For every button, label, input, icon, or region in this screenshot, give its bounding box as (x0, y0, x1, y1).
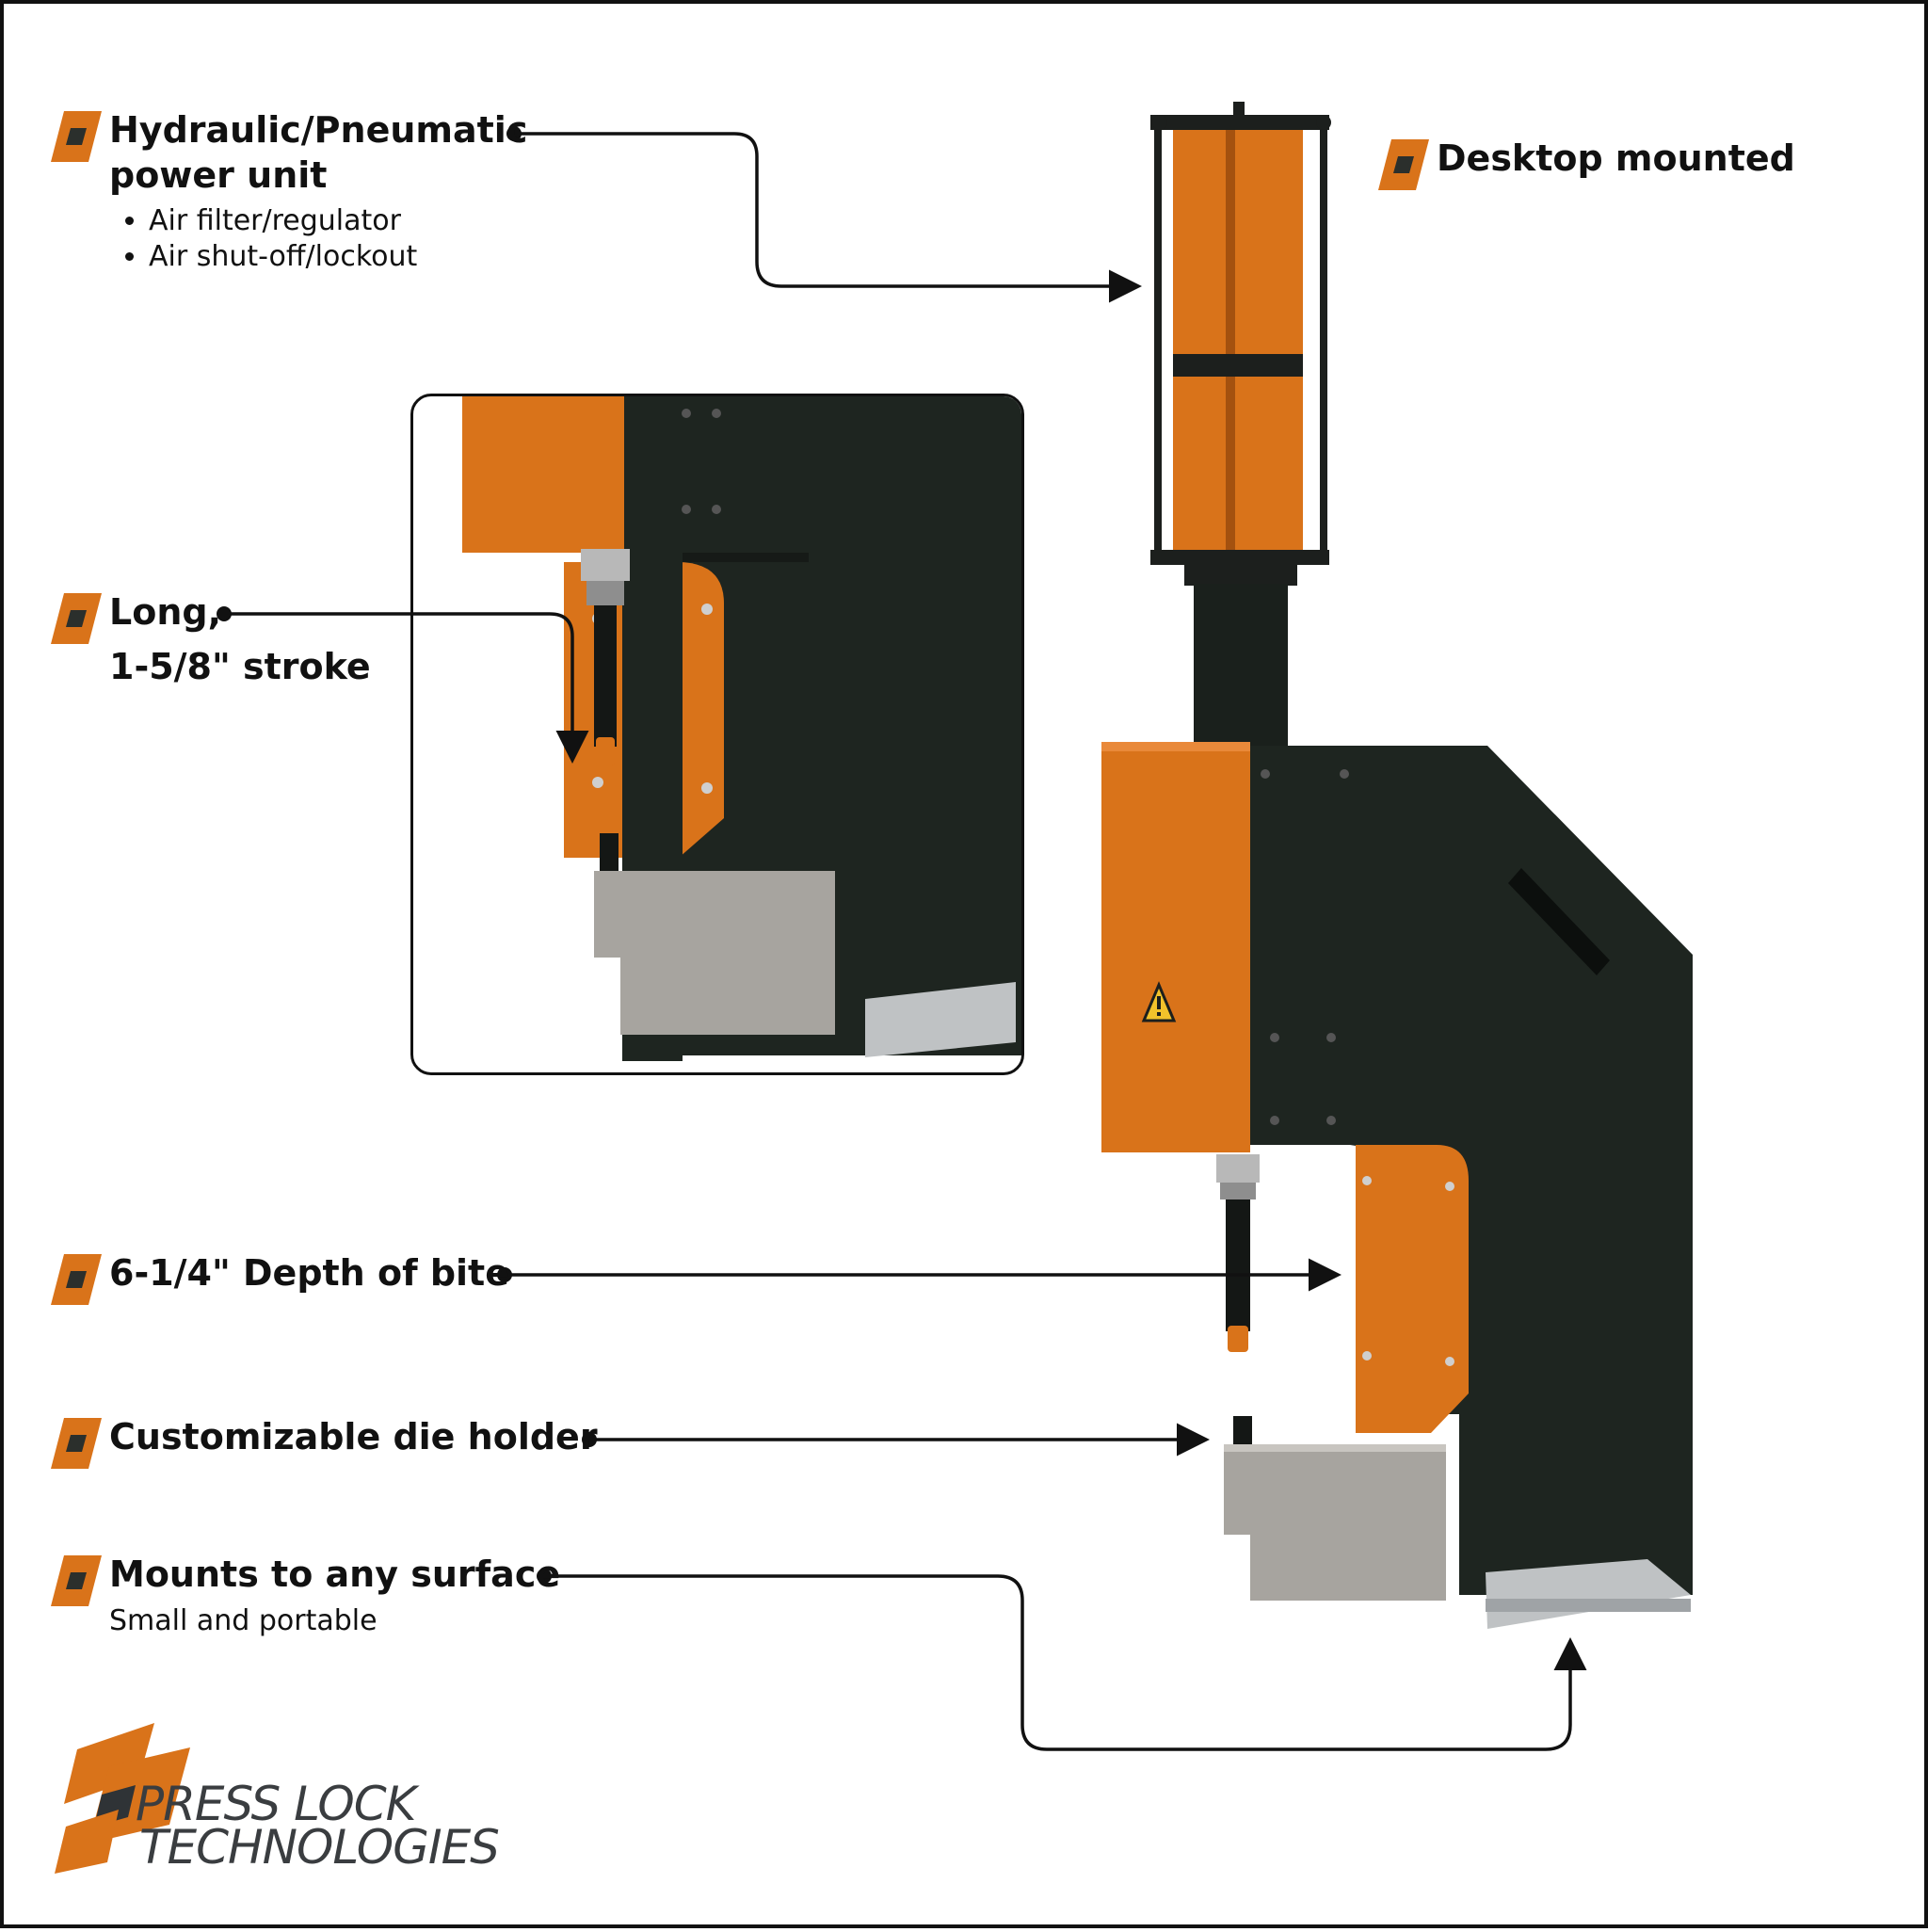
power-unit-title-line2: power unit (109, 154, 328, 196)
orange-diamond-bullet-icon (51, 111, 102, 162)
power-unit-bullet: Air filter/regulator (149, 203, 527, 239)
feature-stroke: Long, 1-5/8" stroke (51, 589, 371, 689)
stroke-detail-inset (410, 394, 1024, 1075)
desktop-mounted-title: Desktop mounted (1437, 137, 1795, 179)
orange-diamond-bullet-icon (1378, 139, 1429, 190)
orange-diamond-bullet-icon (51, 1418, 102, 1469)
feature-die-holder: Customizable die holder (51, 1414, 598, 1469)
stroke-title-line1: Long, (109, 591, 222, 633)
warning-triangle-icon (1141, 981, 1177, 1022)
stroke-title-line2: 1-5/8" stroke (109, 646, 371, 687)
feature-depth-of-bite: 6-1/4" Depth of bite (51, 1250, 509, 1305)
logo-text-line1: PRESS LOCK (136, 1777, 416, 1831)
logo-text-line2: TECHNOLOGIES (139, 1820, 500, 1875)
die-holder-title: Customizable die holder (109, 1416, 598, 1457)
press-machine-illustration (1101, 102, 1693, 1629)
press-lock-logo-mark (55, 1723, 190, 1874)
power-unit-bullet-list: Air filter/regulator Air shut-off/lockou… (149, 203, 527, 275)
orange-diamond-bullet-icon (51, 1555, 102, 1606)
depth-of-bite-title: 6-1/4" Depth of bite (109, 1252, 509, 1294)
orange-diamond-bullet-icon (51, 1254, 102, 1305)
mounts-to-surface-title: Mounts to any surface (109, 1554, 561, 1595)
power-unit-bullet: Air shut-off/lockout (149, 239, 527, 275)
mounts-to-surface-subtitle: Small and portable (109, 1604, 378, 1637)
orange-diamond-bullet-icon (51, 593, 102, 644)
callout-lines (217, 126, 1587, 1751)
press-lock-logo: PRESS LOCK TECHNOLOGIES (49, 1723, 500, 1874)
feature-mounts-to-surface: Mounts to any surface Small and portable (51, 1552, 560, 1640)
power-unit-title-line1: Hydraulic/Pneumatic (109, 109, 528, 151)
feature-power-unit: Hydraulic/Pneumatic power unit Air filte… (51, 107, 527, 275)
feature-desktop-mounted: Desktop mounted (1378, 136, 1795, 190)
